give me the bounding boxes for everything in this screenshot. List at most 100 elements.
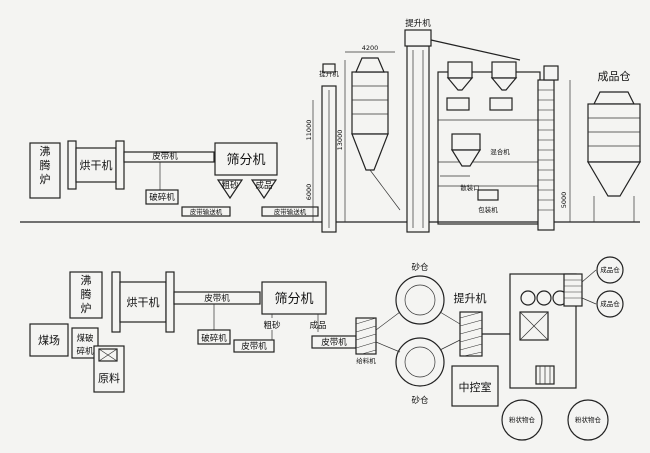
small-elevator-head xyxy=(322,63,336,73)
main-elevator-head xyxy=(404,29,432,47)
powder-silo-2 xyxy=(567,399,609,441)
coal-yard xyxy=(29,323,69,357)
powder-silo-1 xyxy=(501,399,543,441)
plan-belt-1-label: 皮带机 xyxy=(204,293,230,304)
plan-boiling-char-3: 炉 xyxy=(81,302,92,315)
coal-crusher-line-1: 煤破 xyxy=(76,333,94,344)
top-belt xyxy=(123,151,215,163)
boiling-furnace-char-1: 沸 xyxy=(40,145,51,158)
coarse-hopper xyxy=(216,179,244,200)
boiling-furnace-char-2: 腾 xyxy=(40,158,51,172)
right-elevator xyxy=(537,79,555,231)
plan-belt-1 xyxy=(173,291,261,305)
plant-bin-1 xyxy=(520,290,536,306)
elevation-view: 沸 腾 炉 烘干机 皮带机 破碎机 筛分机 粗砂 成品 皮带输送机 皮带输送机 … xyxy=(20,18,642,233)
hopper-2 xyxy=(491,61,517,79)
silo-chute xyxy=(369,169,401,211)
top-screener-box xyxy=(214,142,278,176)
sand-silo-top xyxy=(395,275,445,325)
dryer-end-left xyxy=(67,140,77,190)
top-conveyor-2-label: 皮带输送机 xyxy=(274,207,307,216)
top-finished-label: 成品 xyxy=(255,180,272,191)
top-conveyor-2 xyxy=(261,206,319,217)
dryer-label: 烘干机 xyxy=(80,158,113,172)
top-coarse-label: 粗砂 xyxy=(221,180,239,191)
mixing-plant xyxy=(509,273,577,389)
top-crusher-label: 破碎机 xyxy=(149,192,175,203)
discharge-label: 散装口 xyxy=(460,183,480,192)
plan-dryer-label: 烘干机 xyxy=(127,295,160,309)
raw-material-label: 原料 xyxy=(98,371,120,385)
coal-crusher-line-2: 碎机 xyxy=(76,346,94,357)
plan-boiling-char-2: 腾 xyxy=(81,287,92,301)
sand-silo-bottom-label: 砂仓 xyxy=(411,395,429,406)
plan-dryer-end-right xyxy=(165,271,175,333)
weigher-2 xyxy=(489,97,513,111)
plant-bin-2 xyxy=(536,290,552,306)
plan-elevator-label: 提升机 xyxy=(454,291,487,305)
plant-elevator-hatch xyxy=(564,279,582,299)
main-elevator xyxy=(406,45,430,233)
sand-silo-top-inner xyxy=(404,284,436,316)
top-conveyor-1 xyxy=(181,206,231,217)
plan-elevator-hatch xyxy=(459,311,483,357)
plan-belt-3-label: 皮带机 xyxy=(321,337,347,348)
top-finished-silo-label: 成品仓 xyxy=(598,69,631,83)
sand-silo-bottom xyxy=(395,337,445,387)
dim-top: 4200 xyxy=(362,44,379,52)
right-elevator-head xyxy=(543,65,559,81)
top-conveyor-1-label: 皮带输送机 xyxy=(190,207,223,216)
mixer xyxy=(451,133,481,151)
control-room xyxy=(451,365,499,407)
top-silo-cone xyxy=(351,133,389,171)
dryer-end-right xyxy=(115,140,125,190)
plan-screener xyxy=(261,281,327,315)
hopper-1 xyxy=(447,61,473,79)
top-silo-roof xyxy=(355,57,385,73)
plan-feeder xyxy=(355,317,377,355)
small-elevator-label: 提升机 xyxy=(319,69,339,78)
plan-belt-2 xyxy=(233,339,275,353)
main-elevator-chute xyxy=(430,39,521,61)
dim-right: 5000 xyxy=(560,192,568,209)
control-room-label: 中控室 xyxy=(459,380,492,394)
dim-mid: 13000 xyxy=(336,130,344,151)
top-crusher-box xyxy=(145,189,179,205)
main-elevator-label: 提升机 xyxy=(405,18,431,29)
right-elevator-hatch xyxy=(538,89,554,211)
weigher-1 xyxy=(446,97,470,111)
packing-machine xyxy=(477,189,499,201)
sand-silo-bottom-inner xyxy=(404,346,436,378)
dim-low: 6000 xyxy=(305,184,313,201)
boiling-furnace-char-3: 炉 xyxy=(40,173,51,186)
plan-finished-silo-1-label: 成品仓 xyxy=(600,265,620,274)
plan-screener-label: 筛分机 xyxy=(274,292,313,307)
plan-dryer-end-left xyxy=(111,271,121,333)
top-silo-body xyxy=(351,71,389,135)
top-belt-label: 皮带机 xyxy=(152,151,178,162)
plan-finished-silo-2 xyxy=(596,290,624,318)
plan-finished-silo-1 xyxy=(596,256,624,284)
dim-left: 11000 xyxy=(305,120,313,141)
plan-boiling-char-1: 沸 xyxy=(81,274,92,287)
coal-yard-label: 煤场 xyxy=(38,333,60,347)
plan-boiling-furnace xyxy=(69,271,103,319)
plant-elevator xyxy=(563,273,583,307)
mixer-cone xyxy=(450,149,482,167)
finished-silo-cone xyxy=(586,161,642,197)
powder-silo-2-label: 粉状物仓 xyxy=(575,415,602,424)
mixer-label: 混合机 xyxy=(490,147,510,156)
powder-silo-1-label: 粉状物仓 xyxy=(509,415,536,424)
plan-finished-silo-2-label: 成品仓 xyxy=(600,299,620,308)
finished-hopper xyxy=(250,179,278,200)
finished-silo-roof xyxy=(593,91,635,105)
hopper-2-cone xyxy=(490,77,518,91)
plan-feeder-hatch xyxy=(355,317,377,355)
sand-silo-top-label: 砂仓 xyxy=(411,262,429,273)
hopper-1-cone xyxy=(446,77,474,91)
plan-feeder-label: 给料机 xyxy=(356,356,376,365)
packing-label: 包装机 xyxy=(478,205,498,214)
finished-silo-body xyxy=(587,103,641,163)
